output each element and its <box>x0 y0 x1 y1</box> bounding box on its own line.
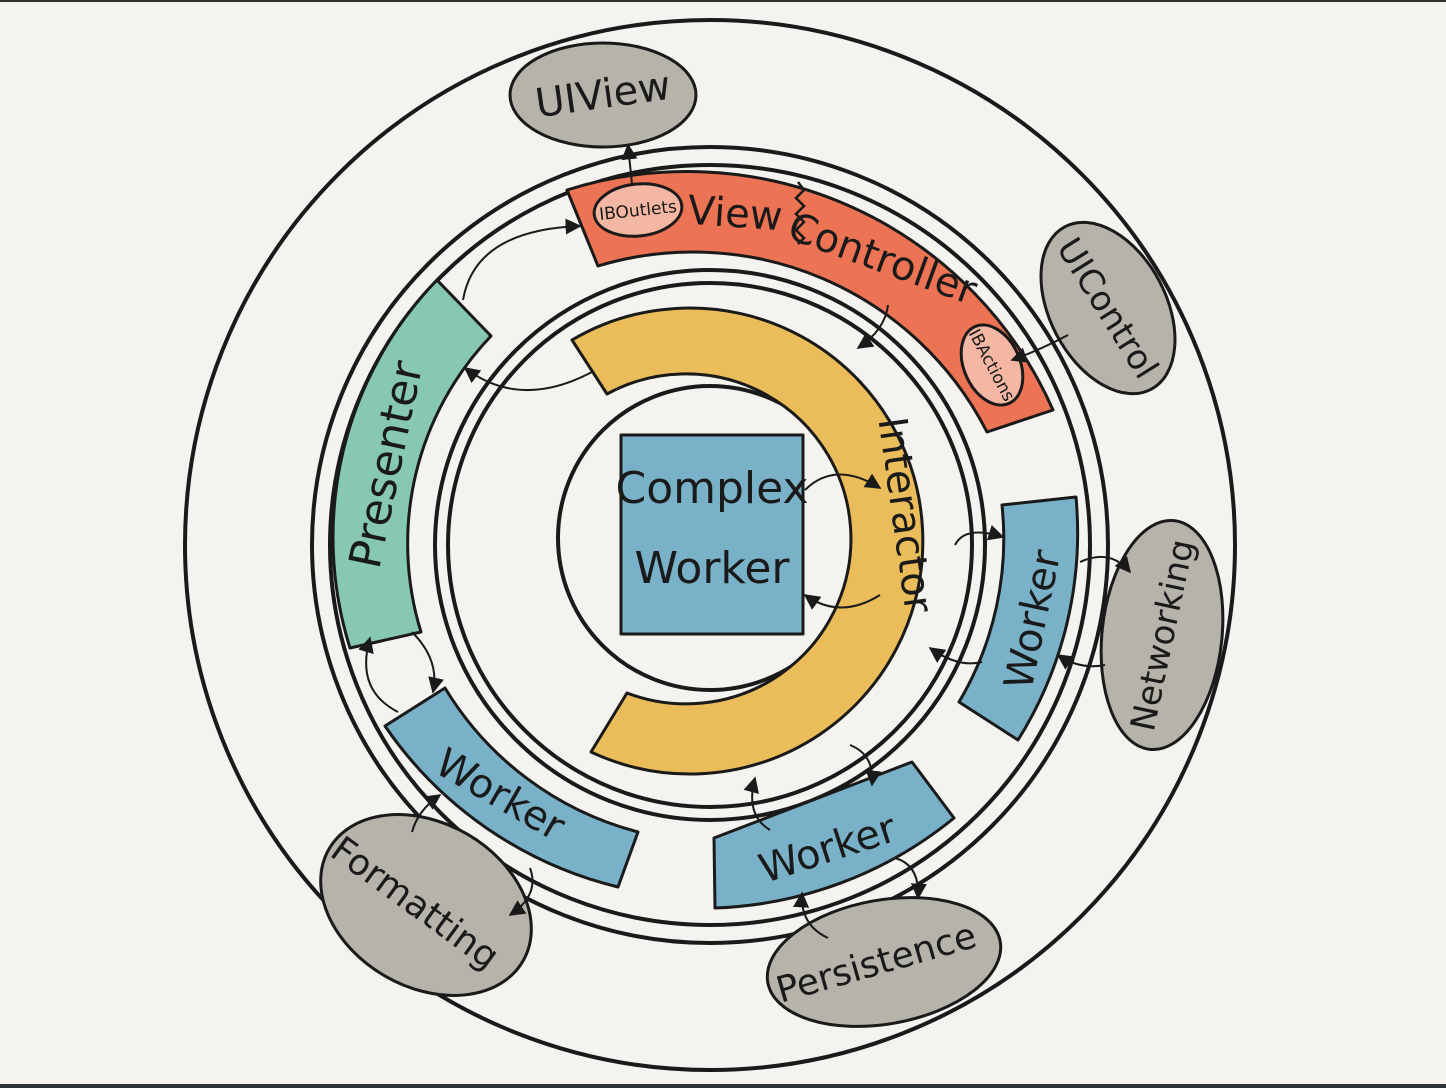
arrow-worker-bottom-to-interactor <box>743 776 771 831</box>
outer-ring <box>183 18 1237 1072</box>
logic-layer-ring <box>433 268 987 822</box>
arrow-persistence-to-worker <box>793 891 829 939</box>
arrow-uicontrol-to-actions <box>1010 334 1069 363</box>
arrow-outlets-to-uiview <box>621 143 638 185</box>
arrow-worker-to-persistence <box>894 857 927 900</box>
iboutlets-badge <box>592 182 684 238</box>
arrow-controller-to-interactor <box>856 304 889 349</box>
arrow-interactor-to-worker-bottom <box>849 744 882 787</box>
view-controller-divider <box>794 181 806 245</box>
complex-worker-line2: Worker <box>634 543 790 594</box>
arrow-interactor-to-worker-right <box>954 525 1005 546</box>
arrow-presenter-to-worker-left <box>411 631 444 694</box>
arrow-worker-to-networking <box>1079 555 1132 574</box>
ui-layer-ring <box>310 145 1110 945</box>
interactor-component: Interactor <box>570 306 942 776</box>
complex-worker-component: Complex Worker <box>616 433 809 636</box>
persistence-node: Persistence <box>765 896 1003 1028</box>
logic-layer-inner-ring <box>446 281 974 809</box>
networking-node: Networking <box>1099 518 1225 752</box>
arrow-interactor-to-complex <box>803 594 881 610</box>
flow-arrows <box>358 143 1132 939</box>
arrow-worker-to-formatting <box>508 867 534 916</box>
arrow-presenter-to-view <box>462 218 582 301</box>
ui-layer-inner-ring <box>328 163 1092 927</box>
arrow-worker-right-to-interactor <box>928 647 983 665</box>
arrow-worker-left-to-presenter <box>358 636 399 713</box>
arrow-networking-to-worker <box>1056 654 1106 670</box>
view-label: View <box>686 188 784 241</box>
uicontrol-node: UIControl <box>1039 220 1177 396</box>
complex-worker-line1: Complex <box>616 463 809 514</box>
arrow-formatting-to-worker <box>411 794 442 833</box>
arrow-complex-to-interactor <box>804 473 882 491</box>
uiview-node: UIView <box>508 41 698 149</box>
formatting-node: Formatting <box>319 813 533 997</box>
arrow-interactor-to-presenter <box>463 367 593 391</box>
